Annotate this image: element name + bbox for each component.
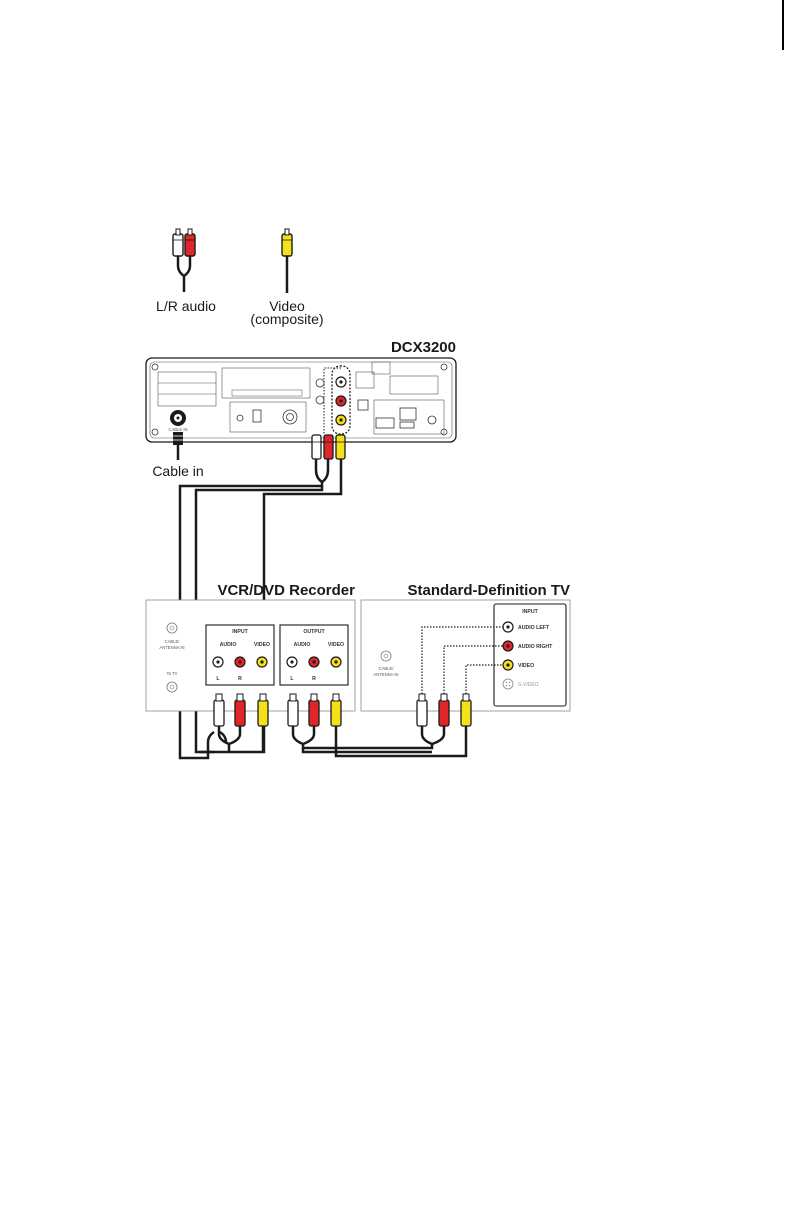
vcr-to-tv-jack xyxy=(167,682,177,692)
vcr-input-jacks xyxy=(213,657,267,667)
vcr-title: VCR/DVD Recorder xyxy=(217,582,355,599)
tv-input-plugs xyxy=(417,694,471,726)
legend-audio-connector xyxy=(173,229,195,292)
legend-video-label-2: (composite) xyxy=(250,311,323,327)
tv-audio-left-label: AUDIO LEFT xyxy=(518,625,550,631)
vcr-input-audio-label: AUDIO xyxy=(220,642,237,648)
vcr-input-title: INPUT xyxy=(232,629,248,635)
vcr-cable-label-2: ANTENNA IN xyxy=(159,645,184,650)
vcr-output-jacks xyxy=(287,657,341,667)
dcx-cable-in-label: Cable in xyxy=(152,463,203,479)
tv-input-title: INPUT xyxy=(522,609,538,615)
vcr-cable-label-1: CABLE/ xyxy=(165,639,181,644)
dcx-title: DCX3200 xyxy=(391,339,456,356)
dcx-cable-in-connector xyxy=(173,432,183,460)
vcr-input-right-label: R xyxy=(238,676,242,682)
vcr-input-video-label: VIDEO xyxy=(254,642,270,648)
tv-audio-right-label: AUDIO RIGHT xyxy=(518,644,553,650)
tv-title: Standard-Definition TV xyxy=(408,582,571,599)
tv-svideo-label: S-VIDEO xyxy=(518,682,539,688)
dcx-back-panel: CABLE IN xyxy=(146,358,456,442)
vcr-cable-jack xyxy=(167,623,177,633)
vcr-output-title: OUTPUT xyxy=(303,629,325,635)
legend-audio-label: L/R audio xyxy=(156,298,216,314)
tv-cable-label-1: CABLE/ xyxy=(379,666,395,671)
vcr-to-tv-label: To TV xyxy=(167,671,178,676)
tv-cable-jack xyxy=(381,651,391,661)
dcx-jack-cable-in: CABLE IN xyxy=(168,427,187,432)
cable-vcr-to-tv xyxy=(293,726,466,756)
tv-cable-label-2: ANTENNA IN xyxy=(373,672,398,677)
vcr-output-plugs xyxy=(288,694,341,726)
tv-video-label: VIDEO xyxy=(518,663,534,669)
tv-input-box xyxy=(494,604,566,706)
vcr-output-audio-label: AUDIO xyxy=(294,642,311,648)
legend-video-connector xyxy=(282,229,292,293)
vcr-output-right-label: R xyxy=(312,676,316,682)
vcr-output-video-label: VIDEO xyxy=(328,642,344,648)
vcr-input-plugs xyxy=(214,694,268,726)
